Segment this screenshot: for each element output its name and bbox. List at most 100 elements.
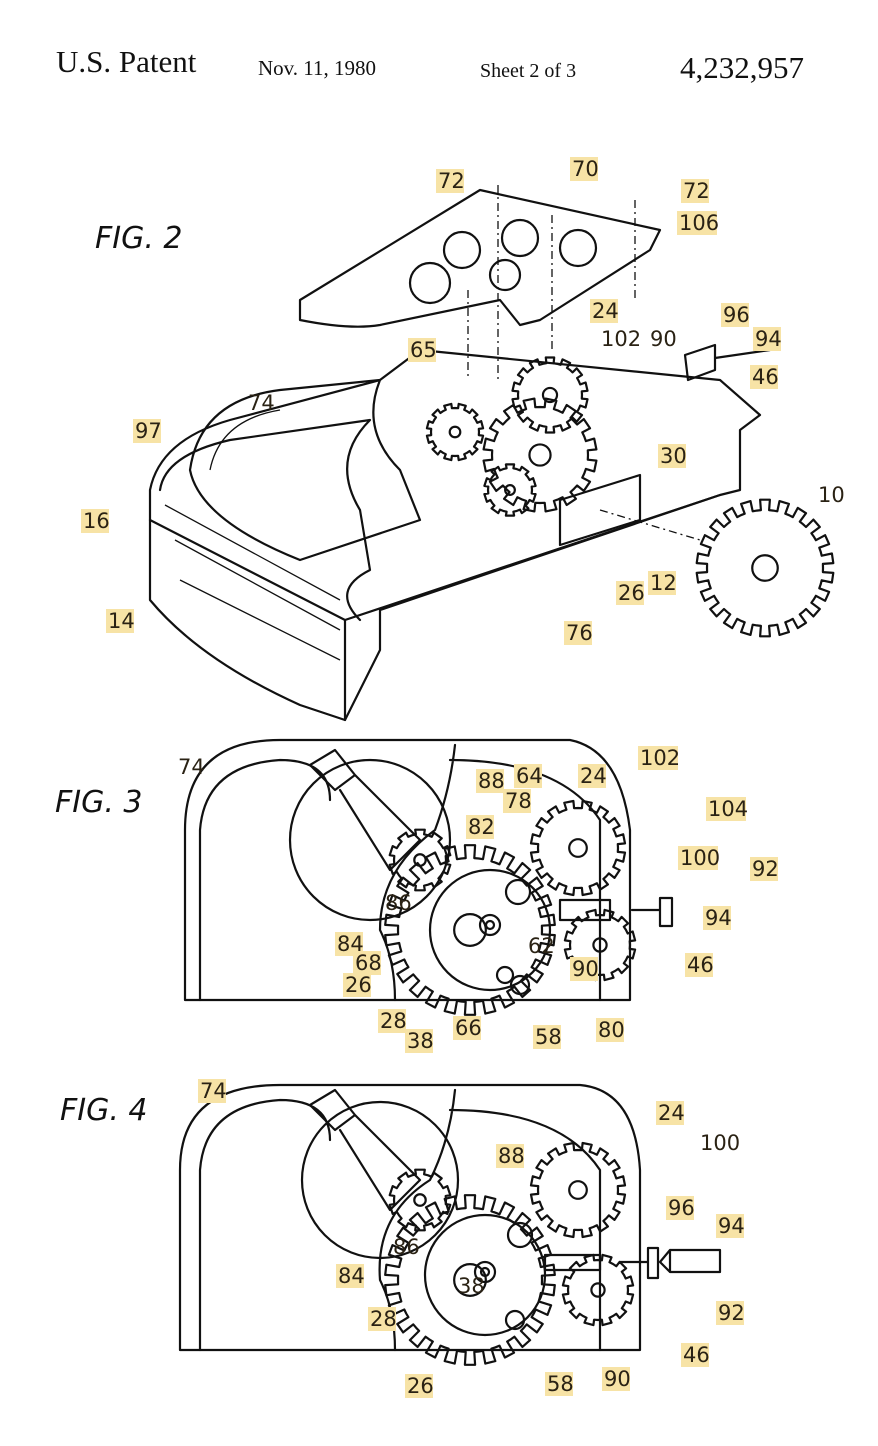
label-highlight [716,1301,744,1325]
label-highlight [106,609,134,633]
label-highlight [570,957,598,981]
reference-numeral: 70 [572,157,599,181]
reference-numeral: 102 [640,746,680,770]
gear-hub [528,443,552,467]
label-highlight [405,1029,433,1053]
reference-numeral: 46 [687,953,714,977]
label-highlight [753,327,781,351]
figure-3-title: FIG. 3 [55,785,143,820]
reference-numeral: 82 [468,815,495,839]
reference-numeral: 58 [547,1372,574,1396]
reference-numeral: 62 [528,934,555,958]
gear-hub [448,425,462,439]
gear [529,1141,627,1239]
reference-numeral: 92 [752,857,779,881]
reference-numeral: 94 [755,327,782,351]
label-highlight [750,365,778,389]
reference-numeral: 72 [683,179,710,203]
label-highlight [596,1018,624,1042]
reference-numeral: 74 [200,1079,227,1103]
reference-numeral: 46 [752,365,779,389]
gear-hub [504,484,516,496]
reference-numeral: 90 [572,957,599,981]
gear [482,397,598,513]
label-highlight [533,1025,561,1049]
gear-hub [541,386,559,404]
label-highlight [436,169,464,193]
label-highlight [545,1372,573,1396]
gear-hub [413,1193,427,1207]
patent-office-label: U.S. Patent [56,44,197,79]
label-highlight [648,571,676,595]
label-highlight [378,1009,406,1033]
reference-numeral: 97 [135,419,162,443]
reference-numeral: 30 [660,444,687,468]
label-highlight [750,857,778,881]
gear [425,402,485,462]
reference-numeral: 86 [393,1235,420,1259]
label-highlight [578,764,606,788]
reference-numeral: 26 [618,581,645,605]
reference-numeral: 100 [700,1131,740,1155]
housing-outline [178,1083,642,1352]
figure-2-title: FIG. 2 [95,221,183,256]
patent-date: Nov. 11, 1980 [258,56,377,80]
reference-numeral: 104 [708,797,748,821]
cover-plate-70 [298,188,662,328]
reference-numeral: 68 [355,951,382,975]
label-highlight [81,509,109,533]
gear-hub [453,913,487,947]
label-highlight [658,444,686,468]
gear-hub [751,554,779,582]
reference-numeral: 102 [601,327,641,351]
reference-numeral: 78 [505,789,532,813]
label-highlight [706,797,746,821]
label-highlight [638,746,678,770]
label-highlight [466,815,494,839]
gear [388,828,452,892]
reference-numeral: 24 [592,299,619,323]
reference-numeral: 88 [478,769,505,793]
gear [388,1168,452,1232]
patent-number: 4,232,957 [680,50,804,85]
reference-numeral: 96 [668,1196,695,1220]
reference-numeral: 90 [650,327,677,351]
label-highlight [564,621,592,645]
reference-numeral: 24 [580,764,607,788]
gear [695,498,835,638]
reference-numeral: 100 [680,846,720,870]
reference-numeral: 28 [370,1307,397,1331]
gear [483,463,537,517]
label-highlight [602,1367,630,1391]
label-highlight [496,1144,524,1168]
gear [561,1253,635,1327]
reference-numeral: 38 [458,1274,485,1298]
gear-hub [453,1263,487,1297]
label-highlight [353,951,381,975]
label-highlight [503,789,531,813]
label-highlight [476,769,504,793]
reference-numeral: 65 [410,338,437,362]
reference-numeral: 84 [338,1264,365,1288]
gear [384,1194,556,1366]
gear-hub [568,1180,588,1200]
reference-numeral: 28 [380,1009,407,1033]
gears [425,356,835,638]
label-highlight [590,299,618,323]
reference-numeral: 88 [498,1144,525,1168]
reference-numeral: 74 [248,391,275,415]
label-highlight [685,953,713,977]
housing-body-14 [148,348,762,722]
gear [511,356,589,434]
reference-numeral: 72 [438,169,465,193]
reference-numeral: 24 [658,1101,685,1125]
label-highlight [681,1343,709,1367]
label-highlight [343,973,371,997]
reference-numeral: 76 [566,621,593,645]
reference-numeral: 92 [718,1301,745,1325]
housing-outline [183,738,632,1002]
